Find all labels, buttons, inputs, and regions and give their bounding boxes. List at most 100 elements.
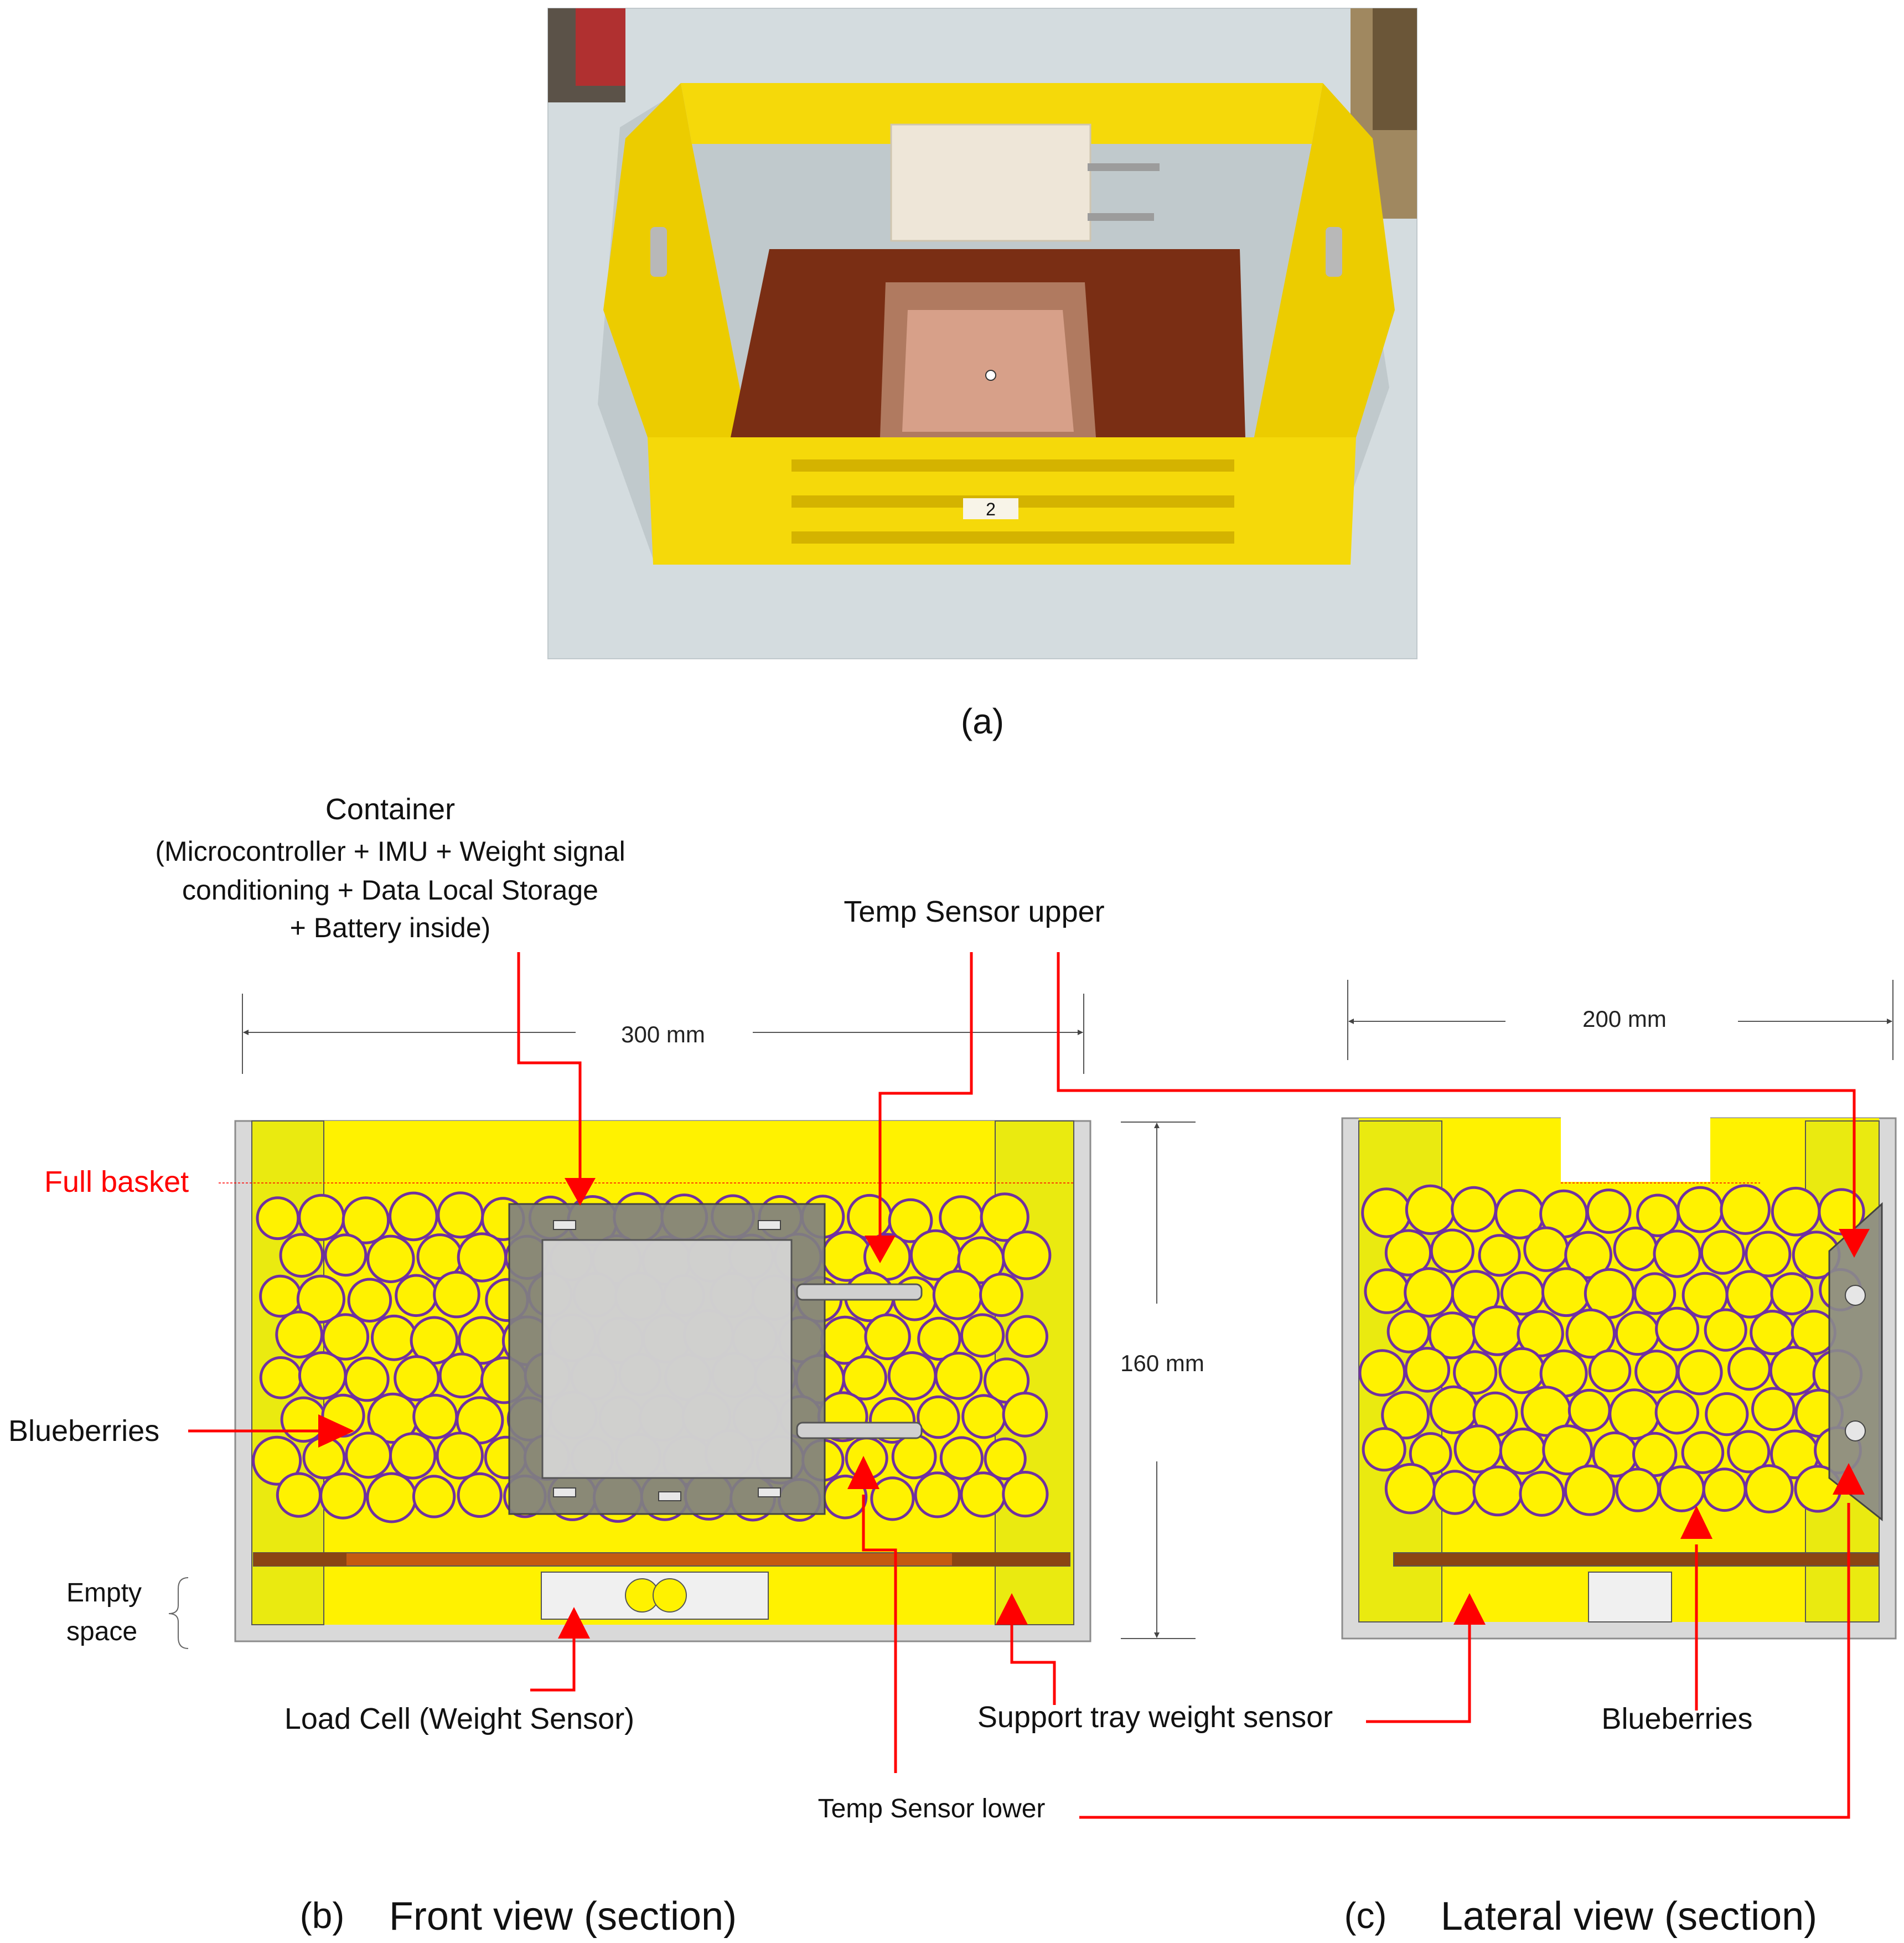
blueberry xyxy=(1361,1187,1412,1238)
blueberry xyxy=(914,1471,961,1518)
blueberry xyxy=(1677,1349,1723,1396)
blueberry xyxy=(1770,1272,1814,1316)
arrow-temp-lower-lateral xyxy=(1833,1463,1865,1495)
blueberry xyxy=(276,1472,322,1518)
blueberry xyxy=(1634,1350,1679,1394)
front-container-box xyxy=(508,1203,826,1515)
blueberry xyxy=(275,1310,323,1359)
container-title: Container xyxy=(325,793,455,826)
blueberry xyxy=(1700,1230,1745,1275)
callout-temp-upper xyxy=(878,952,973,1237)
container-line2: conditioning + Data Local Storage xyxy=(182,875,598,906)
dimension-height xyxy=(1121,1122,1196,1639)
blueberry xyxy=(847,1193,893,1240)
blueberry xyxy=(1613,1226,1658,1272)
lateral-support-tray xyxy=(1393,1552,1880,1567)
photo-basket-number: 2 xyxy=(986,499,996,519)
callout-load-cell xyxy=(530,1619,576,1692)
blueberry xyxy=(984,1437,1027,1480)
blueberry xyxy=(1358,1349,1406,1397)
blueberry xyxy=(371,1314,417,1361)
blueberry xyxy=(1720,1184,1771,1235)
height-label: 160 mm xyxy=(1120,1350,1204,1376)
blueberry xyxy=(842,1355,888,1401)
blueberry xyxy=(917,1316,961,1361)
blueberry xyxy=(1751,1387,1796,1432)
basket-right-wall xyxy=(1251,83,1395,454)
blueberry xyxy=(1519,1471,1565,1517)
arrow-temp-lower xyxy=(847,1456,879,1489)
panel-a-caption: (a) xyxy=(961,701,1004,741)
lateral-width-label: 200 mm xyxy=(1582,1006,1667,1032)
blueberries-label-right: Blueberries xyxy=(1601,1702,1752,1735)
arrow-blueberries xyxy=(318,1414,354,1448)
front-temp-sensor-upper xyxy=(796,1283,923,1301)
blueberry xyxy=(319,1472,367,1520)
blueberry xyxy=(960,1471,1006,1518)
blueberry xyxy=(917,1395,960,1439)
blueberry xyxy=(1453,1350,1498,1395)
dimension-lateral-width xyxy=(1347,980,1893,1060)
panel-b-letter: (b) xyxy=(300,1895,345,1936)
support-tray-label: Support tray weight sensor xyxy=(977,1701,1333,1734)
blueberry xyxy=(1564,1231,1613,1279)
blueberry xyxy=(366,1234,415,1284)
blueberry xyxy=(1517,1310,1564,1357)
blueberry xyxy=(932,1269,983,1320)
blueberry xyxy=(347,1278,392,1323)
callout-temp-lower xyxy=(862,1495,897,1773)
lateral-handle-cutout xyxy=(1561,1117,1710,1182)
blueberry xyxy=(980,1192,1029,1242)
blueberry xyxy=(1705,1392,1749,1436)
blueberry xyxy=(389,1432,437,1480)
front-temp-sensor-lower xyxy=(796,1422,923,1439)
blueberry xyxy=(1472,1305,1523,1356)
blueberry xyxy=(1615,1311,1660,1356)
arrow-support-tray-lateral xyxy=(1453,1593,1486,1625)
blueberry xyxy=(412,1475,456,1518)
blueberry xyxy=(1478,1234,1521,1277)
blueberry xyxy=(1615,1467,1660,1512)
full-basket-label: Full basket xyxy=(44,1165,189,1198)
blueberry xyxy=(1745,1231,1792,1278)
blueberry xyxy=(389,1191,438,1242)
blueberry xyxy=(1608,1388,1660,1440)
callout-support-tray-lateral xyxy=(1366,1622,1471,1723)
container-line1: (Microcontroller + IMU + Weight signal xyxy=(155,836,625,867)
blueberry xyxy=(887,1351,937,1401)
temp-sensor-lower-label: Temp Sensor lower xyxy=(818,1794,1046,1823)
front-support-tray xyxy=(253,1552,1070,1567)
blueberry xyxy=(1001,1230,1052,1280)
arrow-container xyxy=(565,1178,596,1206)
arrow-support-tray-front xyxy=(996,1593,1028,1625)
blueberry xyxy=(1364,1268,1410,1314)
blueberry xyxy=(1704,1308,1747,1352)
blueberry xyxy=(960,1313,1005,1358)
blueberry xyxy=(298,1193,345,1241)
blueberry xyxy=(888,1198,933,1243)
temp-sensor-upper-label: Temp Sensor upper xyxy=(844,895,1104,928)
blueberries-label-left: Blueberries xyxy=(8,1414,159,1448)
callout-temp-upper-lateral xyxy=(1057,952,1856,1230)
blueberry xyxy=(1655,1306,1700,1351)
blueberry xyxy=(1381,1391,1430,1440)
blueberry xyxy=(1451,1186,1497,1233)
blueberry xyxy=(1386,1310,1431,1353)
blueberry xyxy=(1653,1229,1701,1278)
blueberry xyxy=(324,1233,368,1277)
blueberry xyxy=(1523,1226,1569,1272)
blueberry xyxy=(979,1273,1023,1317)
blueberry xyxy=(939,1436,984,1480)
blueberry xyxy=(1542,1424,1593,1476)
blueberry xyxy=(1564,1464,1616,1516)
blueberry xyxy=(1586,1188,1632,1234)
blueberry xyxy=(279,1233,324,1278)
container-line3: + Battery inside) xyxy=(290,912,491,943)
empty-space-label-2: space xyxy=(66,1617,137,1646)
callout-support-tray-front xyxy=(1010,1619,1056,1705)
blueberry xyxy=(1404,1347,1451,1393)
blueberry xyxy=(1499,1428,1546,1475)
blueberry xyxy=(1429,1385,1478,1434)
photo-container-box xyxy=(890,123,1091,242)
